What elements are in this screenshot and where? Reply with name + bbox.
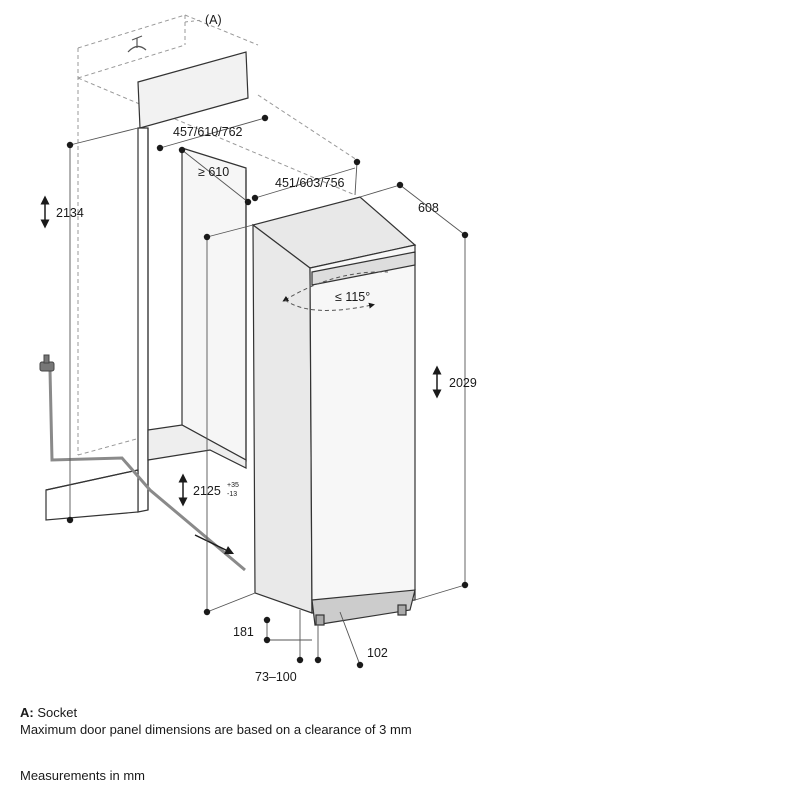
appliance-width-label: 451/603/756 [275, 176, 345, 190]
install-height-label: 2125 +35 -13 [193, 482, 239, 498]
install-height-minus: -13 [227, 491, 237, 498]
legend-socket: A: Socket [20, 705, 77, 721]
toe-kick-depth-label: 102 [367, 646, 388, 660]
niche-depth-label: ≥ 610 [198, 165, 229, 179]
socket-icon [127, 35, 147, 53]
callout-a-label: (A) [205, 13, 222, 27]
appliance [251, 196, 417, 626]
pipe-direction-arrow [194, 534, 235, 555]
plinth-range-label: 73–100 [255, 670, 297, 684]
door-angle-label: ≤ 115° [335, 290, 370, 304]
legend-units: Measurements in mm [20, 768, 145, 783]
toe-kick-height-label: 181 [233, 625, 254, 639]
water-tap-icon [39, 354, 55, 372]
install-height-plus: +35 [227, 482, 239, 489]
niche-outline [77, 14, 358, 456]
legend-note: Maximum door panel dimensions are based … [20, 722, 412, 737]
install-height-base: 2125 [193, 484, 221, 498]
appliance-height-label: 2029 [449, 376, 477, 390]
door-swing-arc [282, 271, 389, 311]
appliance-depth-label: 608 [418, 201, 439, 215]
niche-width-label: 457/610/762 [173, 125, 243, 139]
legend-a-key: A: [20, 705, 34, 720]
water-pipe [48, 369, 246, 572]
niche-height-label: 2134 [56, 206, 84, 220]
height-arrows [40, 195, 442, 507]
dimension-dots [66, 114, 469, 669]
dimension-lines [69, 117, 466, 666]
legend-a-text: Socket [33, 705, 78, 720]
cabinet-niche [45, 51, 249, 521]
